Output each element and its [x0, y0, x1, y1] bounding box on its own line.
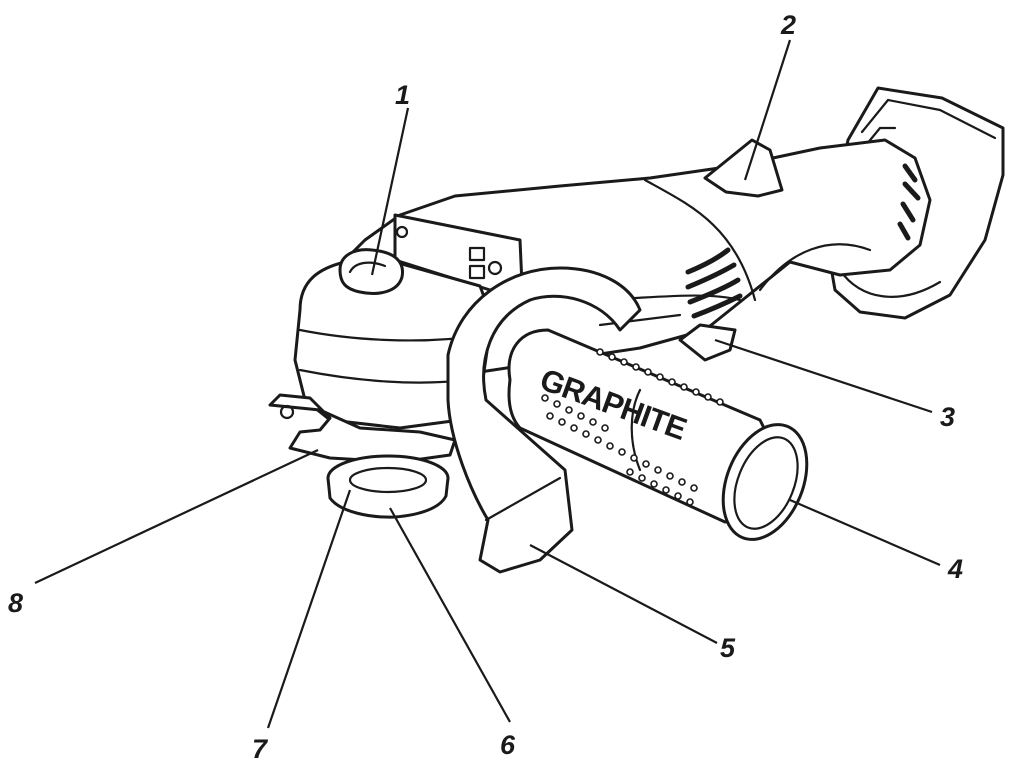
spindle-lock-button [338, 248, 405, 295]
rear-vents [897, 163, 921, 241]
leader-7 [266, 489, 352, 729]
gear-head [293, 260, 494, 430]
leader-8 [34, 449, 319, 584]
paddle-switch [678, 323, 737, 362]
front-vents [685, 247, 743, 319]
callout-1: 1 [395, 80, 410, 110]
callout-6: 6 [500, 730, 516, 760]
callout-7: 7 [252, 734, 269, 761]
leader-6 [389, 507, 511, 723]
leader-3 [714, 338, 933, 414]
leader-1 [370, 107, 410, 276]
leader-4 [789, 498, 941, 567]
callout-4: 4 [947, 554, 963, 584]
callout-8: 8 [8, 588, 23, 618]
leader-2 [743, 39, 792, 181]
handle-grip-dots [541, 348, 724, 506]
leader-5 [529, 544, 718, 644]
wheel-guard [446, 266, 642, 574]
leader-lines [34, 39, 941, 729]
spindle-flange [326, 454, 450, 519]
callout-2: 2 [780, 10, 796, 40]
callout-3: 3 [940, 402, 955, 432]
guard-clamp [268, 393, 457, 464]
callout-labels: 1 2 3 4 5 6 7 8 [8, 10, 963, 761]
lock-button [703, 138, 784, 198]
auxiliary-handle: GRAPHITE [507, 328, 809, 541]
callout-5: 5 [720, 633, 736, 663]
